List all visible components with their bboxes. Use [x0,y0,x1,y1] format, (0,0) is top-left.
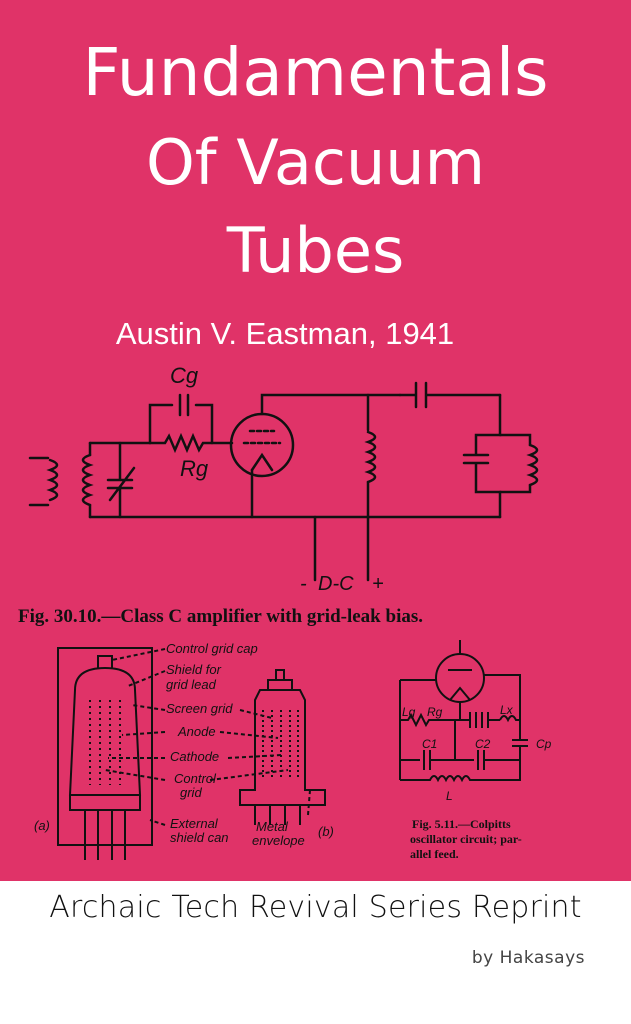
label-dc: D-C [318,573,354,595]
label-rg-small: Rg [427,705,443,719]
label-l: L [446,789,453,803]
title-line-2: Of Vacuum [145,126,485,199]
author-line: Austin V. Eastman, 1941 [115,316,455,351]
figure-1-caption: Fig. 30.10.—Class C amplifier with grid-… [18,606,423,627]
tube-cutaway-drawing [57,647,326,860]
series-title: Archaic Tech Revival Series Reprint [49,890,582,925]
label-grid: grid [180,785,202,800]
label-cathode: Cathode [170,749,219,764]
colpitts-oscillator-schematic [399,640,528,783]
figure-3-caption-line-2: oscillator circuit; par- [410,832,522,846]
book-cover: Fundamentals Of Vacuum Tubes Austin V. E… [0,0,631,881]
label-rg: Rg [180,456,209,481]
label-dc-plus: + [372,573,384,595]
label-c1: C1 [422,737,437,751]
label-c2: C2 [475,737,491,751]
figure-3-caption-line-3: allel feed. [410,847,459,861]
label-shield-can: shield can [170,830,229,845]
label-grid-lead: grid lead [166,677,217,692]
label-cp: Cp [536,737,552,751]
label-dc-minus: - [300,573,307,595]
label-cg: Cg [170,363,199,388]
label-metal: Metal [256,819,289,834]
label-a: (a) [34,818,50,833]
label-anode: Anode [177,724,216,739]
title-line-3: Tubes [226,214,405,287]
label-external: External [170,816,219,831]
label-envelope: envelope [252,833,305,848]
title-line-1: Fundamentals [82,34,549,111]
label-lg: Lg [402,705,416,719]
label-control-grid-cap: Control grid cap [166,641,258,656]
label-screen-grid: Screen grid [166,701,233,716]
label-b: (b) [318,824,334,839]
byline: by Hakasays [471,948,585,968]
figure-3-caption-line-1: Fig. 5.11.—Colpitts [412,817,511,831]
label-shield-for: Shield for [166,662,222,677]
class-c-amplifier-schematic: Cg Rg - D-C + Fig. 30.10.—Class C amplif… [18,363,552,861]
label-control: Control [174,771,217,786]
label-lx: Lx [500,703,514,717]
